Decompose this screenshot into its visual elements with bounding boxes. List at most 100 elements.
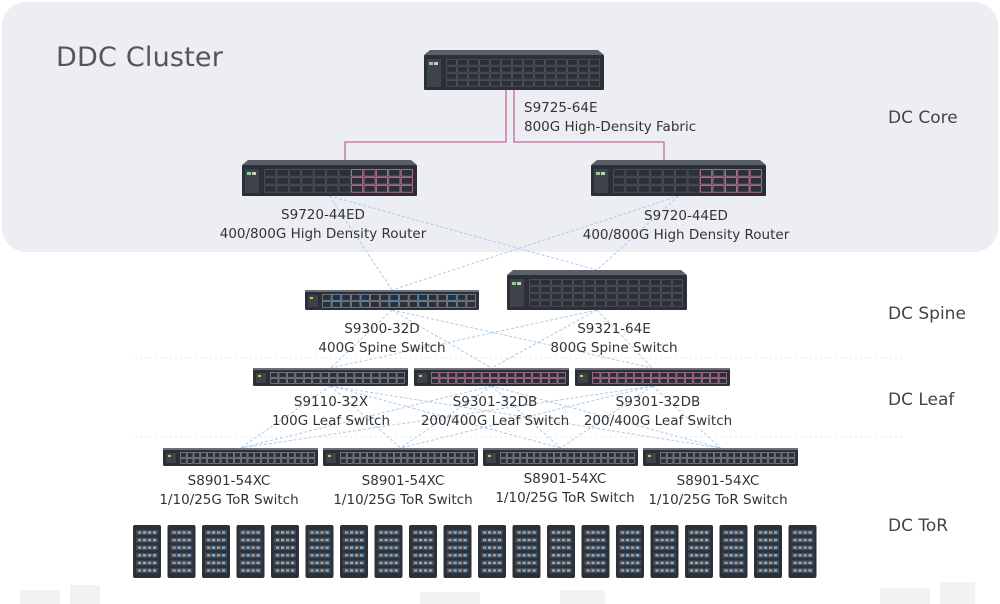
- rack-light: [665, 546, 669, 549]
- rack-light: [532, 554, 536, 557]
- rack-light: [724, 531, 728, 534]
- rack-light: [759, 531, 763, 534]
- port: [295, 372, 304, 378]
- port: [693, 378, 702, 384]
- spine-right-desc: 800G Spine Switch: [550, 340, 678, 356]
- rack-unit: [136, 560, 158, 566]
- switch-top-edge: [305, 290, 479, 292]
- port: [533, 452, 541, 458]
- rack-light: [291, 531, 295, 534]
- port: [278, 378, 287, 384]
- rack-light: [695, 554, 699, 557]
- port: [523, 378, 533, 384]
- rack-light: [448, 554, 452, 557]
- rack-light: [320, 561, 324, 565]
- port: [724, 169, 737, 177]
- rack-light: [143, 554, 147, 557]
- rack-light: [527, 569, 531, 572]
- port: [418, 301, 428, 308]
- rack-unit: [584, 552, 607, 558]
- server-rack: [478, 525, 506, 578]
- tier-label-leaf: DC Leaf: [888, 390, 955, 410]
- port: [584, 286, 595, 293]
- port: [193, 452, 201, 458]
- rack-light: [256, 561, 260, 565]
- rack-light: [424, 569, 428, 572]
- rack-light: [498, 531, 502, 534]
- port: [642, 372, 651, 378]
- rack-light: [517, 554, 521, 557]
- rack-light: [532, 569, 536, 572]
- rack-light: [483, 554, 487, 557]
- port: [741, 452, 748, 458]
- port: [662, 169, 675, 177]
- status-led: [328, 455, 331, 457]
- rack-unit: [550, 560, 572, 566]
- port: [700, 169, 713, 177]
- rack-unit: [343, 537, 365, 543]
- server-rack: [788, 525, 817, 578]
- rack-light: [660, 538, 664, 542]
- port: [353, 452, 361, 458]
- port: [512, 73, 523, 80]
- rack-light: [448, 569, 452, 572]
- rack-light: [798, 531, 802, 534]
- rack-light: [591, 569, 595, 572]
- rack-unit: [377, 530, 400, 535]
- rack-unit: [308, 560, 331, 566]
- rack-unit: [722, 537, 745, 543]
- rack-light: [281, 546, 285, 549]
- rack-light: [453, 569, 457, 572]
- rack-light: [172, 554, 176, 557]
- rack-unit: [343, 552, 365, 558]
- rack-light: [665, 538, 669, 542]
- rack-light: [601, 569, 605, 572]
- mesh-links: [135, 195, 905, 449]
- rack-light: [591, 546, 595, 549]
- status-led: [512, 282, 516, 285]
- label-tor-1: S8901-54XC 1/10/25G ToR Switch: [159, 472, 298, 510]
- port: [589, 73, 600, 80]
- rack-light: [350, 546, 354, 549]
- port: [289, 185, 302, 193]
- port: [295, 378, 304, 384]
- port: [375, 169, 388, 177]
- rack-light: [729, 554, 733, 557]
- status-led: [517, 282, 521, 285]
- rack-unit: [757, 552, 779, 558]
- rack-light: [483, 538, 487, 542]
- port: [718, 378, 727, 384]
- port: [761, 452, 768, 458]
- leaf-2-model: S9301-32DB: [452, 394, 538, 410]
- rack-light: [241, 531, 245, 534]
- port: [180, 452, 187, 458]
- port: [672, 279, 683, 286]
- port: [441, 452, 448, 458]
- rack-light: [463, 554, 467, 557]
- rack-light: [148, 569, 152, 572]
- rack-light: [182, 554, 186, 557]
- port: [490, 59, 501, 66]
- rack-light: [670, 569, 674, 572]
- port: [240, 452, 248, 458]
- rack-light: [153, 546, 157, 549]
- rack-unit: [550, 537, 572, 543]
- rack-light: [764, 546, 768, 549]
- port: [441, 458, 448, 464]
- rack-light: [153, 531, 157, 534]
- tor-3-desc: 1/10/25G ToR Switch: [495, 490, 635, 506]
- port: [421, 458, 428, 464]
- rack-unit: [239, 530, 262, 535]
- port: [270, 372, 279, 378]
- rack-light: [808, 554, 812, 557]
- port: [567, 452, 575, 458]
- switch-top-edge: [483, 448, 638, 450]
- rack-unit: [343, 568, 365, 573]
- rack-light: [631, 554, 635, 557]
- rack-light: [424, 546, 428, 549]
- port: [513, 452, 521, 458]
- port: [556, 80, 567, 87]
- rack-unit: [515, 568, 538, 573]
- port: [700, 185, 713, 193]
- rack-unit: [550, 568, 572, 573]
